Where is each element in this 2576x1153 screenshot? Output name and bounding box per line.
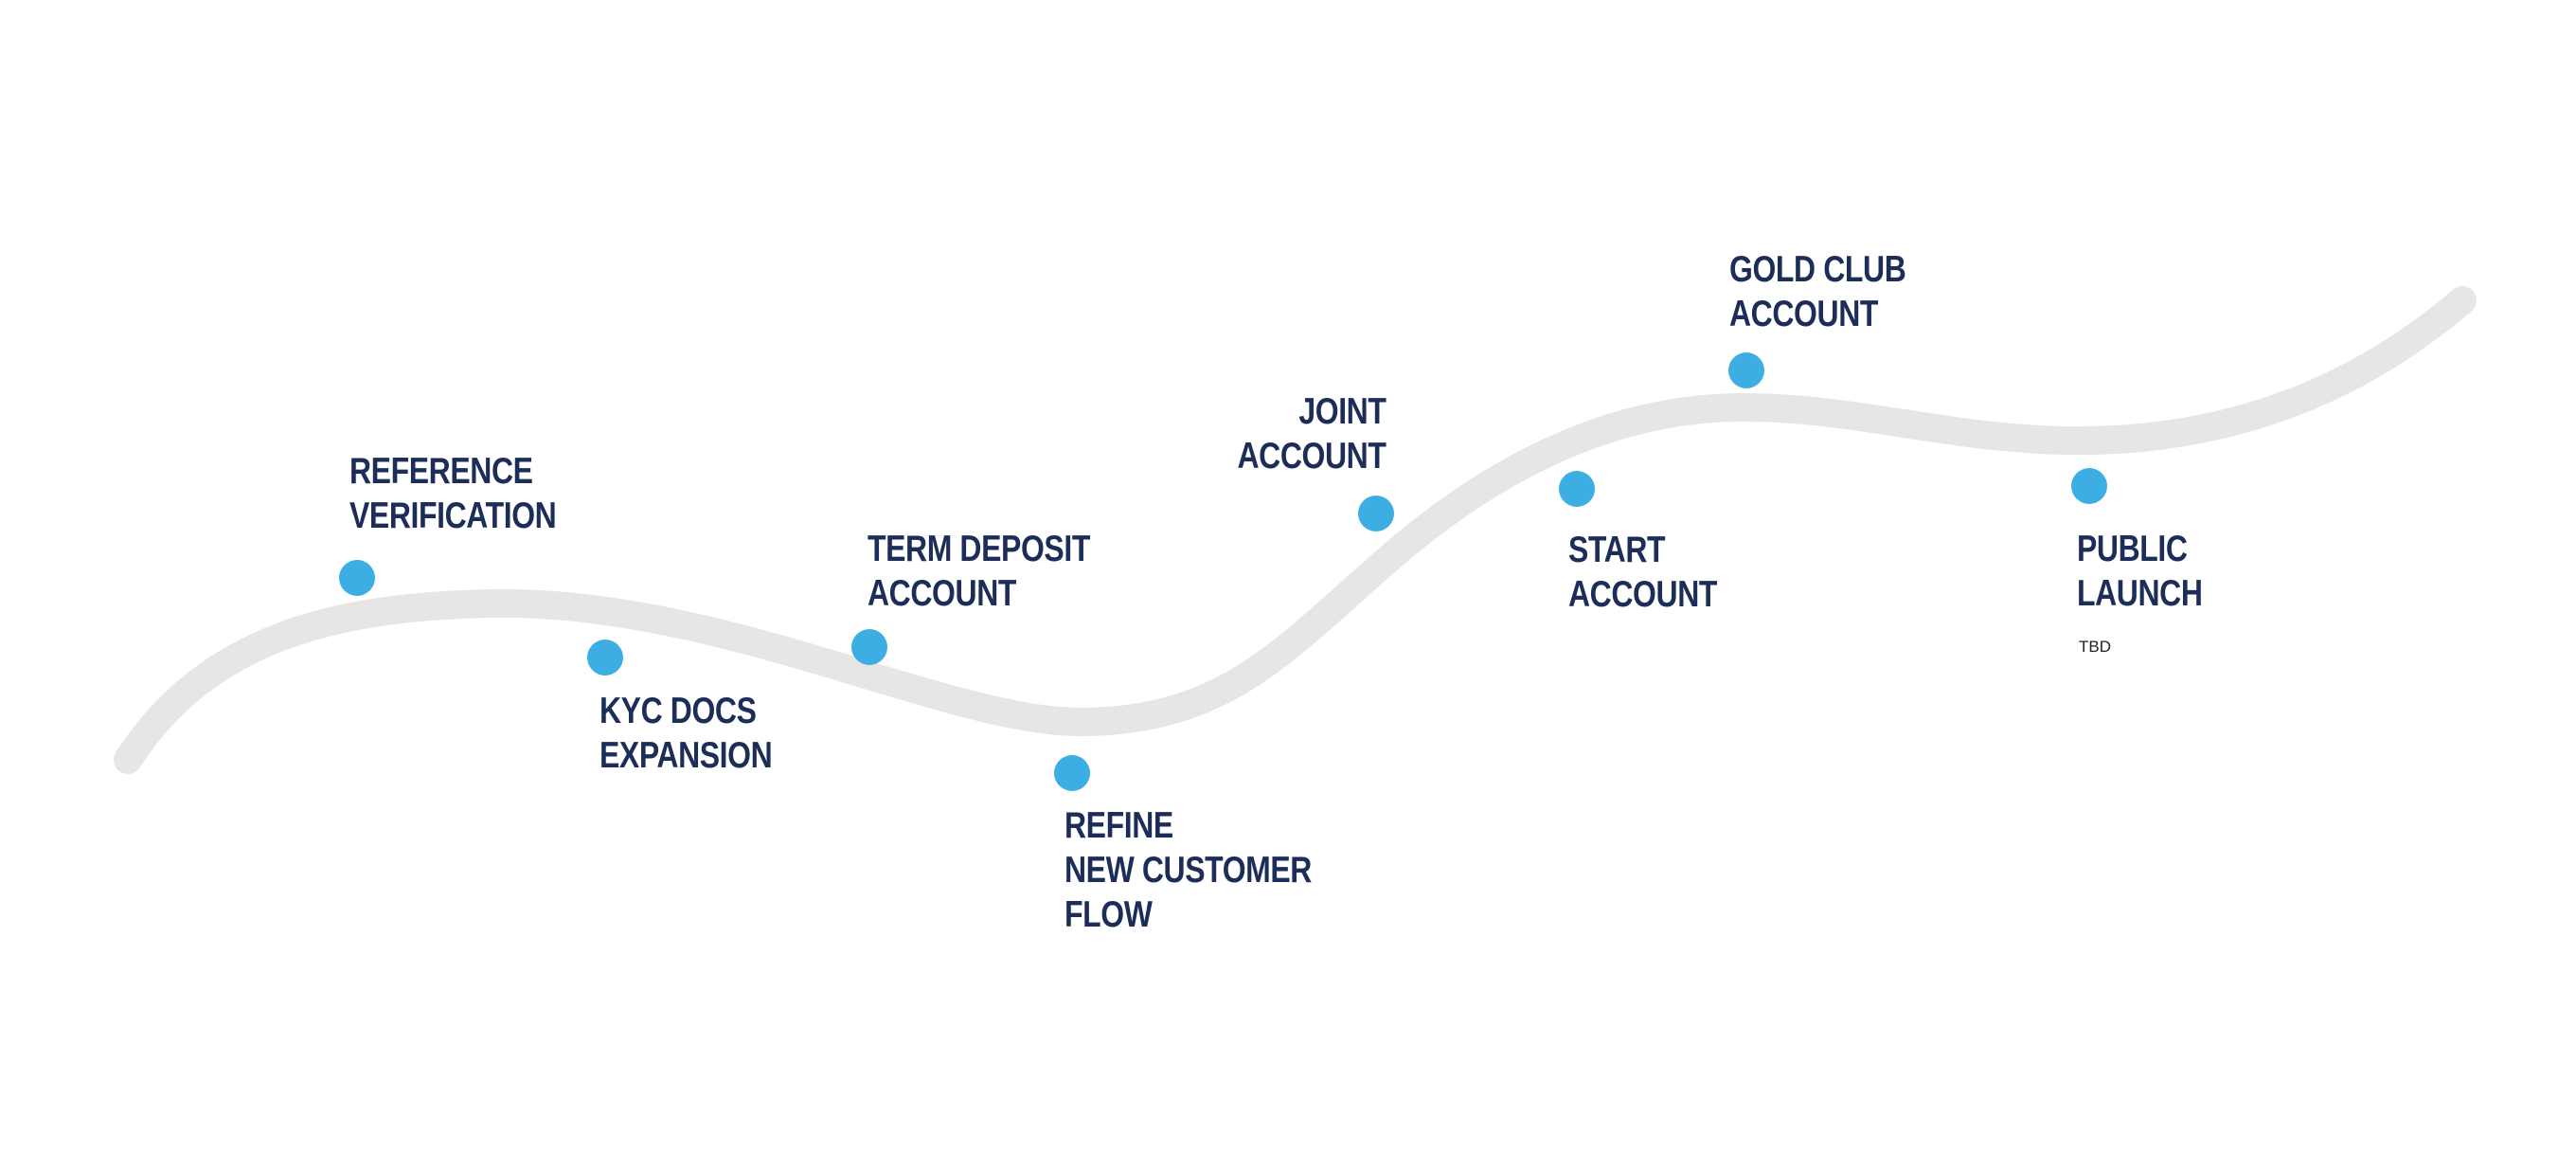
milestone-label-refine-new-customer-flow: REFINE NEW CUSTOMER FLOW bbox=[1064, 803, 1312, 937]
milestone-label-line: EXPANSION bbox=[599, 735, 773, 776]
milestone-label-line: JOINT bbox=[1297, 391, 1386, 432]
milestone-label-line: VERIFICATION bbox=[349, 495, 557, 536]
milestone-label-line: ACCOUNT bbox=[1568, 574, 1718, 615]
milestone-label-kyc-docs-expansion: KYC DOCS EXPANSION bbox=[599, 689, 773, 778]
milestone-dot-refine-new-customer-flow bbox=[1054, 755, 1090, 791]
milestone-label-line: ACCOUNT bbox=[1729, 294, 1879, 334]
milestone-dot-gold-club-account bbox=[1728, 352, 1764, 388]
milestone-label-line: REFERENCE bbox=[349, 451, 533, 492]
milestone-label-gold-club-account: GOLD CLUB ACCOUNT bbox=[1729, 247, 1906, 336]
milestone-label-line: ACCOUNT bbox=[1236, 436, 1386, 477]
milestone-dot-joint-account bbox=[1358, 495, 1394, 531]
milestone-label-start-account: START ACCOUNT bbox=[1568, 528, 1717, 617]
milestone-dot-kyc-docs-expansion bbox=[587, 640, 623, 676]
milestone-label-term-deposit-account: TERM DEPOSIT ACCOUNT bbox=[868, 527, 1090, 616]
milestone-label-line: REFINE bbox=[1064, 805, 1173, 846]
milestone-label-line: KYC DOCS bbox=[599, 691, 757, 731]
milestone-label-line: PUBLIC bbox=[2077, 529, 2188, 569]
milestone-note-public-launch: TBD bbox=[2079, 638, 2111, 656]
milestone-label-public-launch: PUBLIC LAUNCH bbox=[2077, 527, 2203, 616]
milestone-dot-start-account bbox=[1559, 471, 1595, 507]
milestone-label-line: GOLD CLUB bbox=[1729, 249, 1906, 290]
milestone-label-line: NEW CUSTOMER bbox=[1064, 850, 1313, 891]
milestone-label-reference-verification: REFERENCE VERIFICATION bbox=[349, 449, 557, 538]
milestone-label-joint-account: JOINT ACCOUNT bbox=[1237, 389, 1386, 478]
milestone-label-line: ACCOUNT bbox=[868, 573, 1017, 614]
milestone-label-line: TERM DEPOSIT bbox=[868, 529, 1090, 569]
milestone-label-line: LAUNCH bbox=[2077, 573, 2203, 614]
roadmap-road bbox=[114, 286, 2477, 774]
milestone-label-line: FLOW bbox=[1064, 894, 1153, 935]
milestone-dot-term-deposit-account bbox=[851, 629, 887, 665]
milestone-dot-public-launch bbox=[2071, 468, 2107, 504]
milestone-dot-reference-verification bbox=[339, 560, 375, 596]
milestone-label-line: START bbox=[1568, 530, 1666, 570]
